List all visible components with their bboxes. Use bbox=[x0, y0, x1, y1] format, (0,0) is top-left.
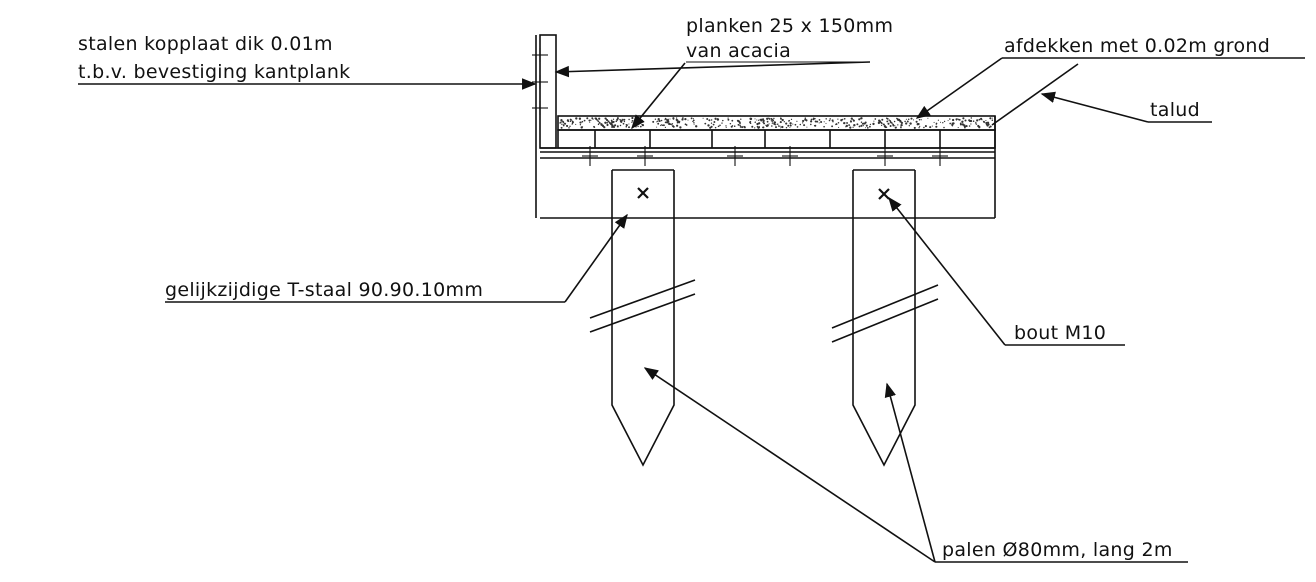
label-planken-line1: planken 25 x 150mm bbox=[686, 15, 893, 37]
label-talud: talud bbox=[1150, 99, 1200, 121]
leader-lines bbox=[78, 57, 1305, 563]
label-underlines bbox=[78, 61, 870, 303]
label-kopplaat-line1: stalen kopplaat dik 0.01m bbox=[78, 33, 333, 55]
deck-planks bbox=[557, 129, 996, 149]
label-palen: palen Ø80mm, lang 2m bbox=[942, 539, 1173, 561]
bolt-mark-left bbox=[637, 187, 649, 199]
soil-cover-layer bbox=[557, 115, 996, 131]
label-bout: bout M10 bbox=[1014, 322, 1106, 344]
pile-right bbox=[831, 169, 939, 467]
pile-left bbox=[589, 169, 696, 467]
bolt-mark-right bbox=[878, 188, 890, 200]
label-tstaal: gelijkzijdige T-staal 90.90.10mm bbox=[165, 279, 483, 301]
label-afdekken: afdekken met 0.02m grond bbox=[1004, 35, 1270, 57]
label-kopplaat-line2: t.b.v. bevestiging kantplank bbox=[78, 61, 350, 83]
label-planken-line2: van acacia bbox=[686, 40, 791, 62]
horizontal-beam bbox=[540, 116, 996, 219]
